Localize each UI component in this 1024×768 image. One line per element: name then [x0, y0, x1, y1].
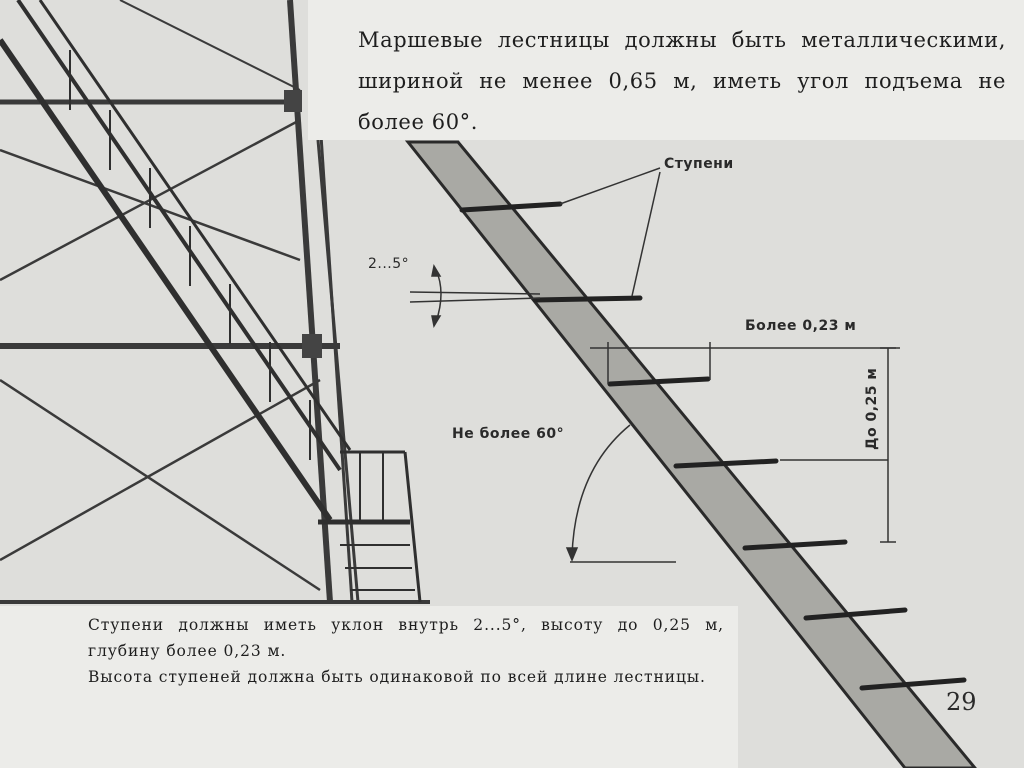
label-angle: Не более 60°	[452, 426, 565, 442]
top-caption-text: Маршевые лестницы должны быть металличес…	[358, 28, 1006, 134]
label-depth: Более 0,23 м	[745, 318, 857, 334]
top-caption-box: Маршевые лестницы должны быть металличес…	[308, 0, 1024, 140]
stair-treads	[459, 201, 967, 691]
label-steps: Ступени	[664, 156, 734, 172]
background-frame	[0, 0, 430, 604]
label-height: До 0,25 м	[864, 367, 880, 450]
bottom-caption-line1: Ступени должны иметь уклон внутрь 2...5°…	[88, 616, 724, 660]
bottom-caption-line2: Высота ступеней должна быть одинаковой п…	[88, 668, 706, 686]
page-number: 29	[946, 688, 977, 716]
label-slope: 2...5°	[368, 256, 410, 272]
bottom-caption-box: Ступени должны иметь уклон внутрь 2...5°…	[0, 606, 738, 768]
left-stair-flight	[0, 0, 422, 603]
dimension-lines	[409, 167, 900, 563]
